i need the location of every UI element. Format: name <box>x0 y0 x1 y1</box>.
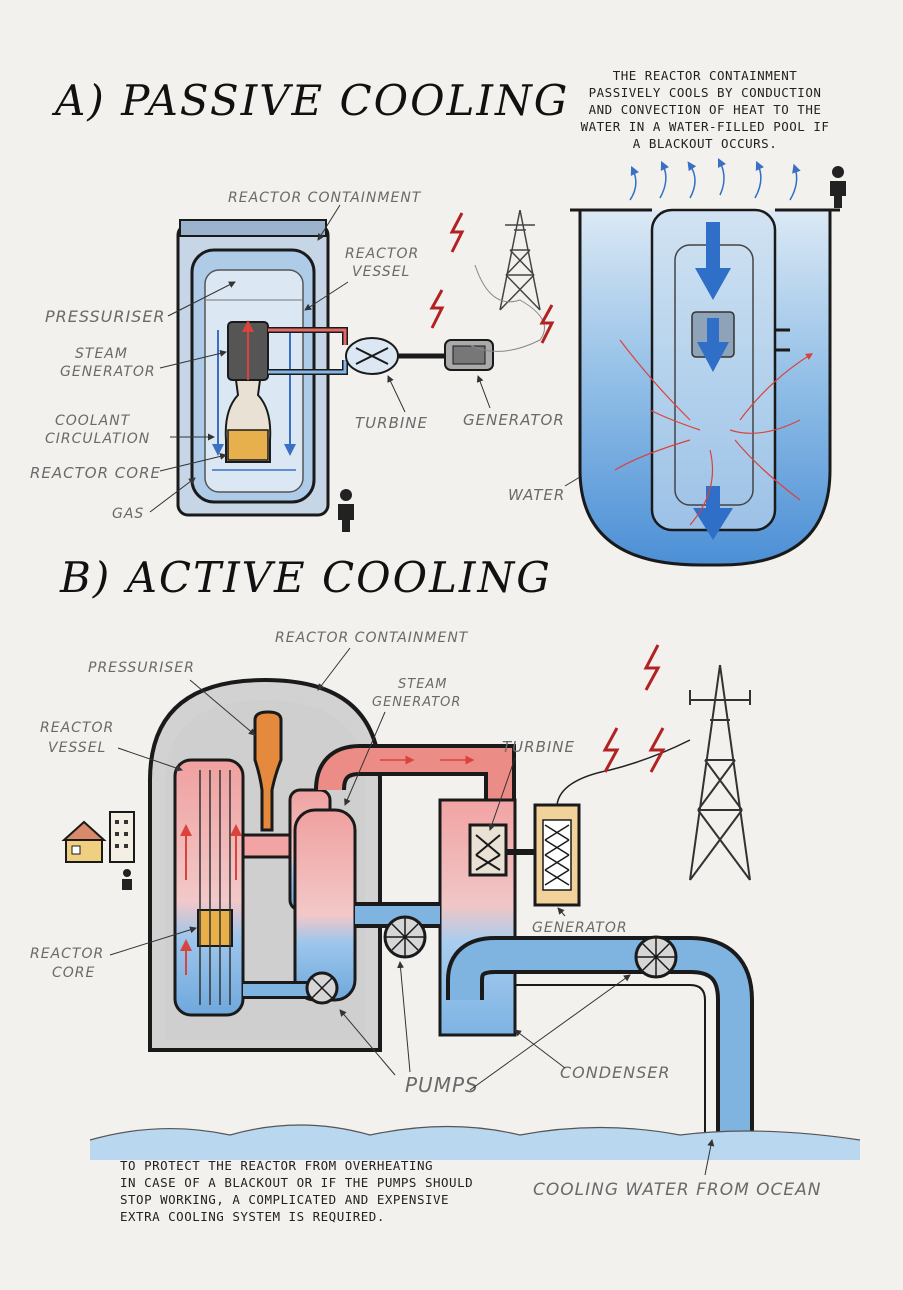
section-b-note-line: IN CASE OF A BLACKOUT OR IF THE PUMPS SH… <box>120 1175 473 1190</box>
label-pumps-b: PUMPS <box>405 1073 479 1097</box>
section-b-labels: REACTOR CONTAINMENT PRESSURISER STEAM GE… <box>30 630 822 1200</box>
active-reactor-vessel <box>173 758 245 1017</box>
section-a-note-line: A BLACKOUT OCCURS. <box>633 136 777 151</box>
active-reactor-core <box>197 909 233 947</box>
label-pressuriser-a: PRESSURISER <box>45 307 166 326</box>
lightning-icons-a <box>429 212 555 344</box>
label-reactor-core-b-2: CORE <box>52 965 95 981</box>
person-icon <box>338 489 354 532</box>
label-reactor-containment-b: REACTOR CONTAINMENT <box>275 630 469 646</box>
section-a-note: THE REACTOR CONTAINMENT PASSIVELY COOLS … <box>581 68 830 151</box>
label-turbine-a: TURBINE <box>355 414 428 432</box>
ocean <box>90 1125 860 1160</box>
pump-icon <box>634 935 678 979</box>
label-generator-a: GENERATOR <box>463 411 565 429</box>
label-cooling-water: COOLING WATER FROM OCEAN <box>533 1180 822 1200</box>
section-a-labels: REACTOR CONTAINMENT REACTOR VESSEL PRESS… <box>30 190 629 522</box>
label-steam-generator-a-2: GENERATOR <box>60 364 156 380</box>
label-reactor-vessel-b-1: REACTOR <box>40 720 114 736</box>
section-a-title: A) PASSIVE COOLING <box>51 76 569 125</box>
label-condenser-b: CONDENSER <box>560 1063 671 1082</box>
pylon-b-icon <box>689 664 751 881</box>
active-turbine <box>468 823 508 877</box>
label-pressuriser-b: PRESSURISER <box>88 660 195 676</box>
label-reactor-vessel-a-2: VESSEL <box>352 264 410 280</box>
lightning-icons-b <box>602 644 666 773</box>
section-a-note-line: WATER IN A WATER-FILLED POOL IF <box>581 119 830 134</box>
pump-icon <box>383 915 427 959</box>
pump-icon <box>305 971 339 1005</box>
passive-containment-cap <box>179 219 327 237</box>
label-generator-b: GENERATOR <box>532 920 628 936</box>
label-reactor-containment-a: REACTOR CONTAINMENT <box>228 190 422 206</box>
label-reactor-core-a: REACTOR CORE <box>30 464 161 482</box>
label-steam-generator-b-1: STEAM <box>398 677 448 692</box>
section-a-note-line: THE REACTOR CONTAINMENT <box>613 68 798 83</box>
person-icon <box>830 166 846 208</box>
section-a-note-line: PASSIVELY COOLS BY CONDUCTION <box>589 85 822 100</box>
passive-reactor <box>176 219 494 532</box>
building-icon <box>109 811 135 863</box>
label-gas-a: GAS <box>112 506 144 522</box>
section-b-note-line: TO PROTECT THE REACTOR FROM OVERHEATING <box>120 1158 433 1173</box>
person-icon <box>122 869 132 890</box>
section-b-note-line: STOP WORKING, A COMPLICATED AND EXPENSIV… <box>120 1192 449 1207</box>
house-icon <box>61 820 107 863</box>
section-b-note-line: EXTRA COOLING SYSTEM IS REQUIRED. <box>120 1209 385 1224</box>
heat-arrows <box>629 157 801 201</box>
label-reactor-vessel-a-1: REACTOR <box>345 246 419 262</box>
label-steam-generator-a-1: STEAM <box>75 346 128 362</box>
pylon-a-icon <box>469 209 545 352</box>
section-b-note: TO PROTECT THE REACTOR FROM OVERHEATING … <box>120 1158 473 1224</box>
passive-reactor-core <box>227 429 269 461</box>
active-pressuriser <box>253 710 283 832</box>
label-steam-generator-b-2: GENERATOR <box>372 695 461 710</box>
primary-loop <box>241 788 357 1002</box>
section-b-title: B) ACTIVE COOLING <box>59 553 552 602</box>
label-water-a: WATER <box>508 486 565 504</box>
label-reactor-core-b-1: REACTOR <box>30 946 104 962</box>
water-pool <box>570 157 846 567</box>
active-steam-generator <box>293 808 357 1002</box>
section-a-note-line: AND CONVECTION OF HEAT TO THE <box>589 102 822 117</box>
cooling-water-loop <box>446 936 754 1140</box>
label-coolant-a-1: COOLANT <box>55 413 131 429</box>
label-reactor-vessel-b-2: VESSEL <box>48 740 106 756</box>
label-turbine-b: TURBINE <box>502 738 575 756</box>
label-coolant-a-2: CIRCULATION <box>45 431 150 447</box>
